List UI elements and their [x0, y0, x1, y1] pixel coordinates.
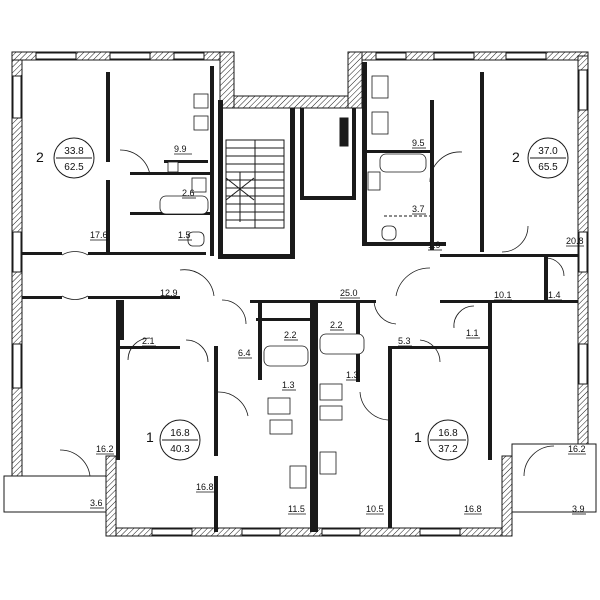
room-area-label: 1.1 — [466, 328, 479, 338]
room-area-label: 2.6 — [182, 188, 195, 198]
staircase — [225, 139, 285, 229]
room-area-label: 16.8 — [196, 482, 214, 492]
room-area-label: 1.4 — [548, 290, 561, 300]
room-area-label: 1.3 — [282, 380, 295, 390]
room-area-label: 3.6 — [90, 498, 103, 508]
room-area-label: 10.5 — [366, 504, 384, 514]
apartment-rooms: 2 — [36, 149, 44, 165]
windows — [12, 52, 588, 536]
room-area-label: 16.8 — [464, 504, 482, 514]
room-area-label: 1.3 — [346, 370, 359, 380]
room-area-label: 3.9 — [572, 504, 585, 514]
apartment-living-area: 33.8 — [64, 146, 84, 157]
apartment-rooms: 2 — [512, 149, 520, 165]
room-area-label: 1.9 — [428, 240, 441, 250]
doors — [59, 149, 565, 477]
apartment-total-area: 37.2 — [438, 444, 458, 455]
room-area-label: 2.2 — [284, 330, 297, 340]
apartment-living-area: 16.8 — [438, 428, 458, 439]
room-area-label: 11.5 — [288, 504, 305, 514]
room-area-label: 20.8 — [566, 236, 584, 246]
apartment-rooms: 1 — [414, 429, 422, 445]
apartment-label: 2 37.0 65.5 — [512, 137, 569, 179]
room-area-label: 16.2 — [96, 444, 114, 454]
room-area-label: 25.0 — [340, 288, 358, 298]
interior-walls — [22, 62, 578, 532]
apartment-total-area: 40.3 — [170, 444, 190, 455]
apartment-label: 2 33.8 62.5 — [36, 137, 95, 179]
room-area-label: 1.5 — [178, 230, 191, 240]
apartment-living-area: 37.0 — [538, 146, 558, 157]
apartment-area-circle — [527, 137, 569, 179]
fixtures — [159, 75, 430, 489]
apartment-area-circle — [427, 419, 469, 461]
room-area-label: 17.6 — [90, 230, 108, 240]
room-area-labels: 9.9 2.6 1.5 17.6 12.9 2.1 6.4 2.2 1.3 16… — [90, 138, 586, 515]
room-area-label: 16.2 — [568, 444, 586, 454]
room-area-label: 3.7 — [412, 204, 425, 214]
room-area-label: 2.2 — [330, 320, 343, 330]
room-area-label: 9.9 — [174, 144, 187, 154]
balconies — [3, 443, 597, 513]
apartment-rooms: 1 — [146, 429, 154, 445]
apartment-total-area: 65.5 — [538, 162, 558, 173]
apartment-total-area: 62.5 — [64, 162, 84, 173]
apartment-label: 1 16.8 40.3 — [146, 419, 201, 461]
room-area-label: 6.4 — [238, 348, 251, 358]
room-area-label: 2.1 — [142, 336, 155, 346]
apartment-area-circle — [159, 419, 201, 461]
apartment-area-circle — [53, 137, 95, 179]
room-area-label: 9.5 — [412, 138, 425, 148]
apartment-living-area: 16.8 — [170, 428, 190, 439]
room-area-label: 10.1 — [494, 290, 512, 300]
apartment-label: 1 16.8 37.2 — [414, 419, 469, 461]
room-area-label: 12.9 — [160, 288, 178, 298]
room-area-label: 5.3 — [398, 336, 411, 346]
